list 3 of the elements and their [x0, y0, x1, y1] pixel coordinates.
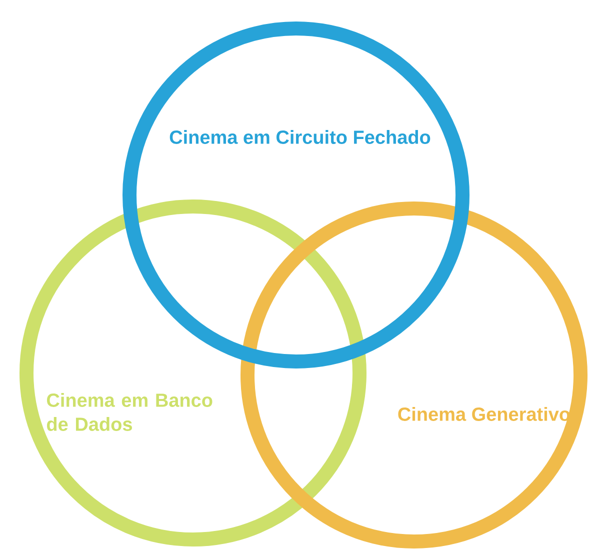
- circle-label: Cinema em Banco de Dados: [47, 393, 212, 431]
- circle-label: Cinema em Circuito Fechado: [170, 130, 430, 144]
- circle-label: Cinema Generativo: [398, 407, 570, 421]
